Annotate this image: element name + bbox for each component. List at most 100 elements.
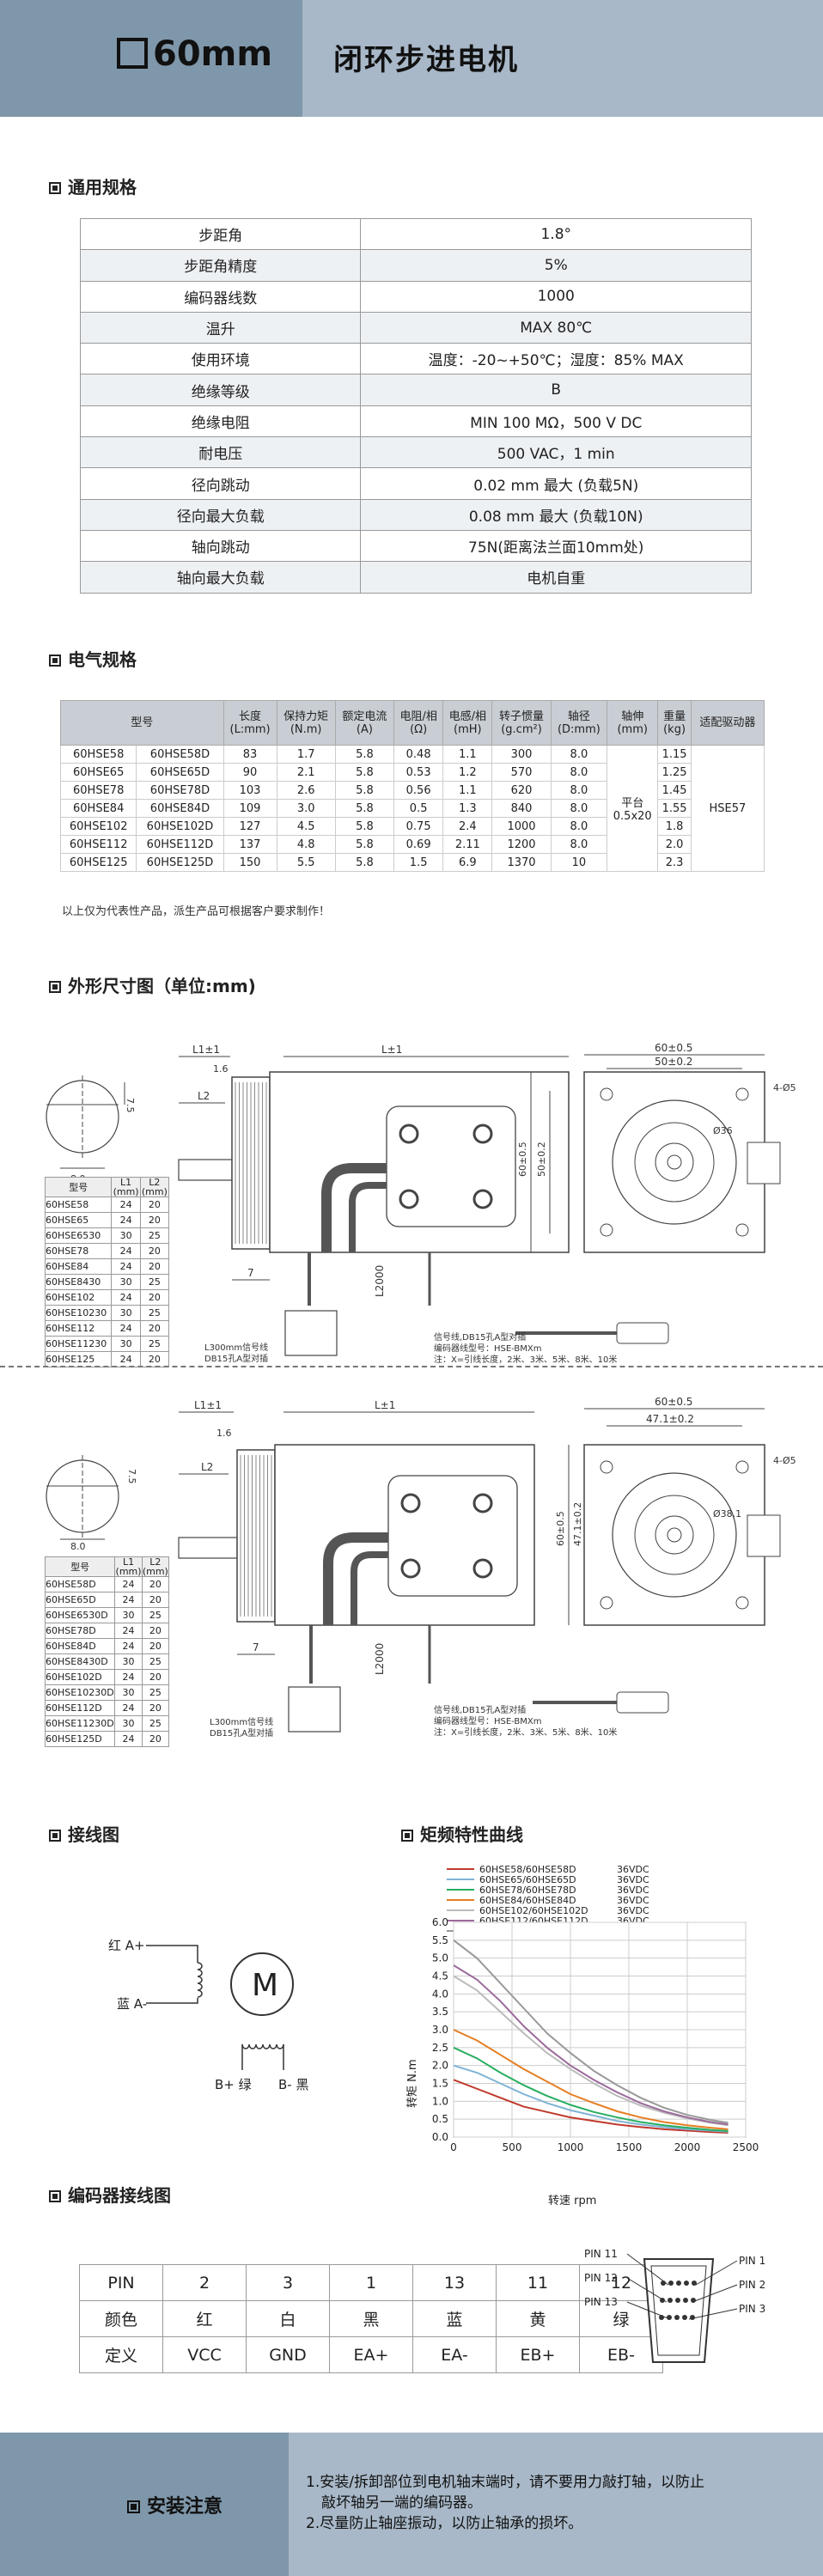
dim-table-cell: 20 (141, 1669, 170, 1685)
elec-cell: 1.2 (442, 763, 493, 782)
header-size: 60mm (153, 34, 273, 74)
elec-cell: 840 (491, 799, 552, 818)
elec-cell: 127 (223, 817, 277, 836)
dim-table-cell: 60HSE65D (44, 1592, 116, 1608)
dim-table-cell: 60HSE84 (44, 1258, 113, 1275)
spec-value: 1.8° (360, 217, 752, 251)
dim-table-cell: 20 (139, 1197, 170, 1213)
legend-label: 60HSE102/60HSE102D (479, 1905, 588, 1916)
elec-cell: 8.0 (550, 781, 608, 800)
dim-60-label: 60±0.5 (655, 1042, 692, 1054)
pin-label: PIN 13 (584, 2296, 618, 2308)
y-tick-label: 2.5 (432, 2042, 448, 2054)
dim-50-side-label: 50±0.2 (536, 1142, 547, 1177)
header-left-block (0, 0, 302, 117)
install-title: 安装注意 (127, 2491, 223, 2518)
dim-table-cell: 24 (114, 1669, 143, 1685)
section-wiring-label: 接线图 (68, 1824, 119, 1845)
elec-cell: 60HSE65D (136, 763, 224, 782)
section-encoder-label: 编码器接线图 (68, 2185, 171, 2206)
dim-l2-label-2: L2 (201, 1461, 213, 1473)
elec-cell: 570 (491, 763, 552, 782)
install-text: 1.安装/拆卸部位到电机轴末端时，请不要用力敲打轴，以防止 敲坏轴另一端的编码器… (306, 2472, 787, 2534)
series-line (453, 2064, 729, 2133)
y-tick-label: 1.5 (432, 2078, 448, 2090)
dim-table-cell: 60HSE102D (44, 1669, 116, 1685)
header-title: 闭环步进电机 (333, 43, 519, 77)
page-header: 60mm 闭环步进电机 (0, 0, 823, 117)
section-dimensions-title: 外形尺寸图（单位:mm) (49, 972, 256, 997)
elec-cell: 0.75 (393, 817, 444, 836)
dim-table-cell: 60HSE58D (44, 1576, 116, 1592)
dim-table-header: L1(mm) (111, 1177, 141, 1197)
dim-table-header: 型号 (44, 1177, 113, 1197)
dim-table-cell: 25 (139, 1305, 170, 1321)
dim-hole-label: 4-Ø5 (773, 1082, 796, 1093)
pin-cell: EA- (412, 2336, 497, 2373)
dim-table-cell: 20 (141, 1576, 170, 1592)
elec-cell: 137 (223, 835, 277, 854)
dim-table-cell: 60HSE125 (44, 1351, 113, 1367)
spec-value: 5% (360, 249, 752, 282)
elec-cell: 1200 (491, 835, 552, 854)
x-tick-label: 1000 (558, 2141, 584, 2153)
elec-cell: 150 (223, 853, 277, 872)
dim-table-cell: 24 (114, 1638, 143, 1654)
elec-cell: 0.69 (393, 835, 444, 854)
pin-cell: 2 (162, 2264, 247, 2301)
dim-table-cell: 25 (139, 1274, 170, 1290)
y-tick-label: 2.0 (432, 2060, 448, 2072)
section-encoder-title: 编码器接线图 (49, 2182, 171, 2207)
spec-key: 轴向跳动 (79, 529, 362, 563)
dim-7-5-label: 7.5 (125, 1098, 136, 1113)
dim-7-5-label-2: 7.5 (126, 1469, 137, 1484)
dim-table-cell: 24 (111, 1351, 141, 1367)
dim-60-label-2: 60±0.5 (655, 1396, 692, 1408)
dim-table-cell: 24 (114, 1592, 143, 1608)
motor-front-view: 60±0.5 50±0.2 4-Ø5 Ø36 (583, 1042, 796, 1253)
dim-l-label-2: L±1 (375, 1399, 395, 1411)
square-bullet-icon (127, 2500, 140, 2513)
dim-table-header: L2(mm) (141, 1556, 170, 1577)
install-line: 敲坏轴另一端的编码器。 (321, 2494, 482, 2512)
cable-note-2-line1: L300mm信号线 (210, 1716, 273, 1727)
chart-series (453, 1940, 729, 2134)
dim-table-cell: 60HSE10230D (44, 1684, 116, 1701)
elec-cell: 1.7 (276, 745, 336, 764)
chart-xlabel: 转速 rpm (548, 2195, 596, 2208)
dim-table-cell: 60HSE84D (44, 1638, 116, 1654)
elec-cell: 5.5 (276, 853, 336, 872)
dim-table-header: 型号 (44, 1556, 116, 1577)
chart-grid (453, 1921, 747, 2138)
dim-1-6-label-2: 1.6 (216, 1428, 232, 1439)
section-wiring-title: 接线图 (49, 1821, 119, 1846)
elec-header: 额定电流(A) (334, 700, 395, 746)
dim-l2000-label: L2000 (374, 1265, 386, 1297)
y-tick-label: 5.5 (432, 1934, 448, 1946)
elec-cell: 60HSE84D (136, 799, 224, 818)
pin-cell: GND (246, 2336, 330, 2373)
spec-value: 75N(距离法兰面10mm处) (360, 529, 752, 563)
dim-table-cell: 30 (111, 1305, 141, 1321)
square-bullet-icon (401, 1830, 413, 1842)
pin-cell: 黄 (496, 2300, 580, 2337)
encoder-note-2-line2: 编码器线型号：HSE-BMXm (434, 1715, 542, 1726)
encoder-note-line2: 编码器线型号：HSE-BMXm (434, 1343, 542, 1354)
elec-header: 轴伸(mm) (607, 700, 659, 746)
square-bullet-icon (49, 182, 61, 194)
